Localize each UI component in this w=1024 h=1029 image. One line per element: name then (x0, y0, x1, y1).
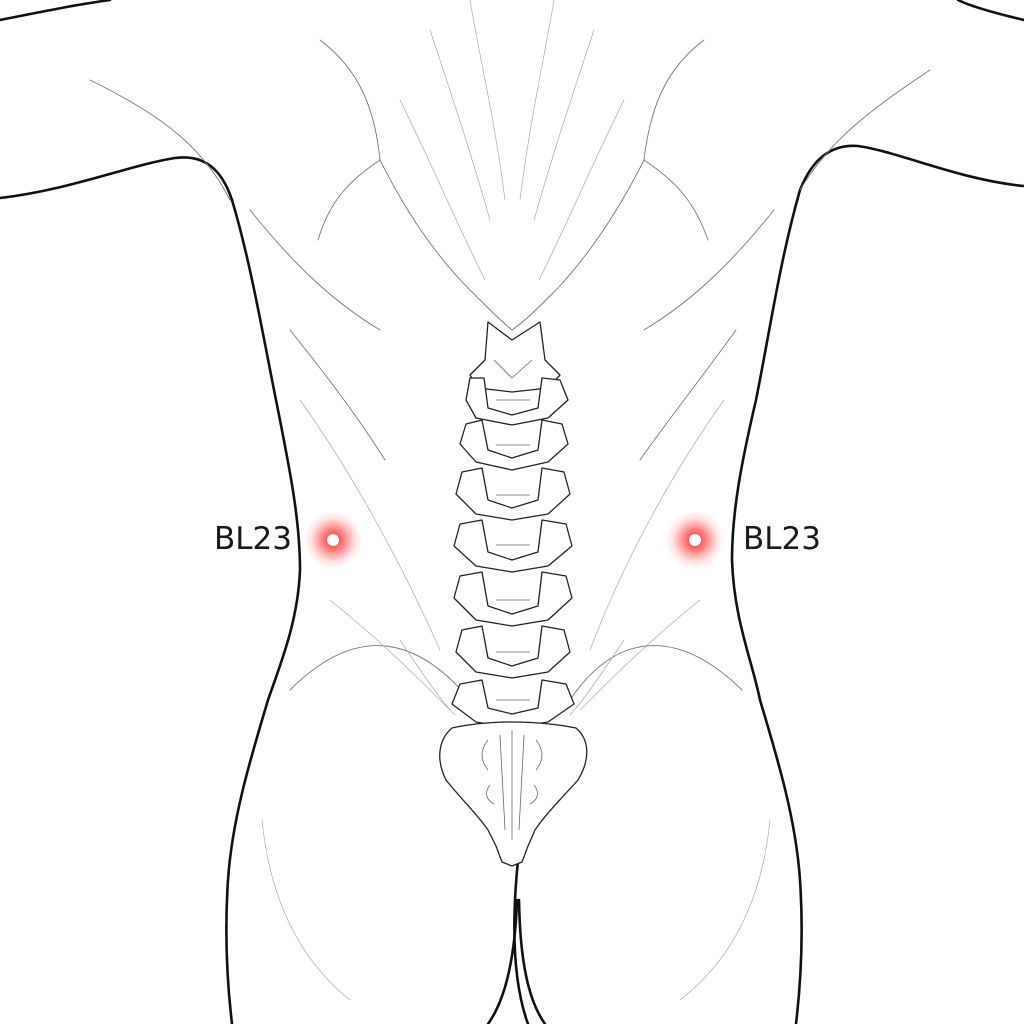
acupoint-dot-left (327, 534, 339, 546)
spine (439, 321, 588, 867)
acupoint-dot-right (689, 534, 701, 546)
acupoint-label-right: BL23 (743, 521, 821, 557)
acupoint-label-left: BL23 (214, 521, 292, 557)
acupoint-right (665, 510, 725, 570)
back-muscles (89, 0, 931, 716)
acupoint-left (303, 510, 363, 570)
